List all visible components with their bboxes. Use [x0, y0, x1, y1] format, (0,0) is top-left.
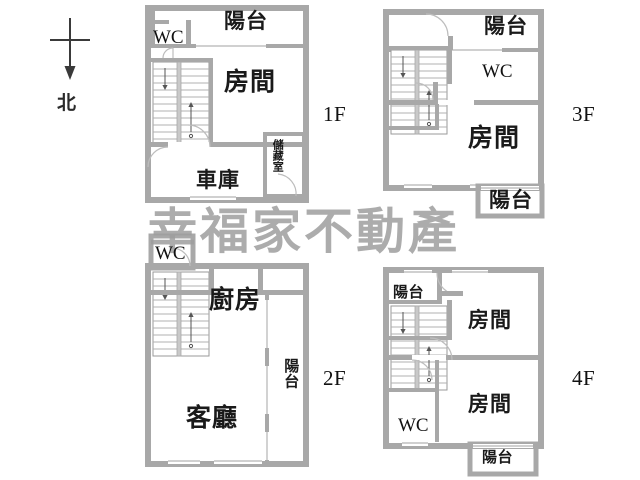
room-label-1f-balcony: 陽台 [224, 9, 268, 33]
room-label-3f-balcony-bottom: 陽台 [489, 188, 533, 212]
room-label-2f-balcony: 陽台 [282, 358, 301, 389]
floor-plan-3f [383, 9, 545, 219]
room-label-1f-storage: 儲藏室 [271, 139, 285, 172]
floor-plan-4f [383, 267, 544, 477]
room-label-2f-wc: WC [155, 243, 186, 264]
room-label-4f-room-top: 房間 [468, 308, 512, 332]
compass-north-label: 北 [57, 92, 77, 114]
floor-label-3f: 3F [572, 102, 596, 126]
compass-arrow [50, 18, 90, 80]
room-label-1f-room: 房間 [224, 67, 277, 96]
room-label-2f-kitchen: 廚房 [209, 285, 262, 314]
floor-label-4f: 4F [572, 366, 596, 390]
room-label-3f-balcony-top: 陽台 [484, 14, 528, 38]
room-label-2f-living: 客廳 [186, 403, 239, 432]
floor-plan-2f [145, 233, 309, 467]
compass-rose: 北 [48, 14, 100, 114]
room-label-4f-balcony-left: 陽台 [393, 283, 425, 301]
floor-label-1f: 1F [323, 102, 347, 126]
room-label-4f-wc: WC [398, 415, 429, 436]
room-label-3f-wc: WC [482, 61, 513, 82]
room-label-4f-room-bottom: 房間 [468, 392, 512, 416]
room-label-4f-balcony-bottom: 陽台 [482, 448, 514, 466]
floor-label-2f: 2F [323, 366, 347, 390]
room-label-1f-garage: 車庫 [196, 168, 240, 192]
floor-plan-1f [145, 5, 309, 203]
room-label-3f-room: 房間 [468, 123, 521, 152]
room-label-1f-wc: WC [153, 27, 184, 48]
